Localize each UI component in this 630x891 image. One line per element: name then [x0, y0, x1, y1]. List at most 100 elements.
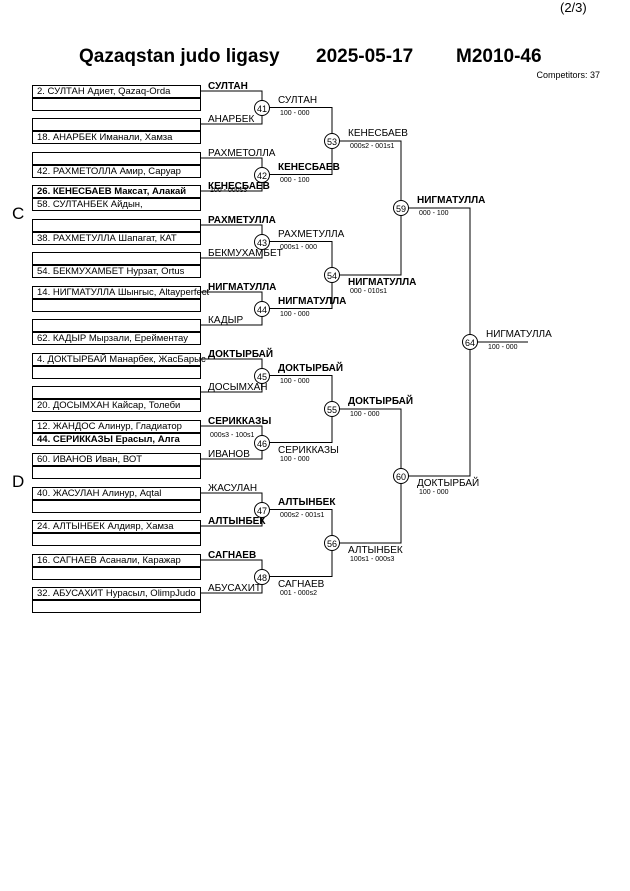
event-date: 2025-05-17: [316, 46, 414, 67]
bracket-connector: [262, 241, 333, 275]
bracket-connector: [262, 375, 333, 409]
competitor-entry: 58. СУЛТАНБЕК Айдын,: [37, 199, 143, 210]
prelim-winner: РАХМЕТОЛЛА: [208, 148, 276, 159]
match-number: 53: [324, 133, 340, 149]
competitor-entry: 62. КАДЫР Мырзали, Ерейментау: [37, 333, 188, 344]
entry-box: [32, 533, 201, 546]
entry-box: [32, 433, 201, 446]
entry-box: [32, 332, 201, 345]
competitor-entry: 14. НИГМАТУЛЛА Шынгыс, Altayperfect: [37, 287, 210, 298]
match-score: 100 - 000: [280, 455, 310, 463]
match-score: 100 - 000: [488, 344, 518, 351]
competitor-entry: 16. САГНАЕВ Асанали, Каражар: [37, 555, 181, 566]
match-score: 100 - 000: [350, 411, 380, 418]
competitor-entry: 20. ДОСЫМХАН Кайсар, Толеби: [37, 400, 181, 411]
match-winner: АЛТЫНБЕК: [348, 545, 403, 556]
match-score: 000 - 100: [419, 210, 449, 217]
pool-label-d: D: [12, 472, 25, 491]
entry-box: [32, 353, 201, 366]
page-number: (2/3): [560, 0, 587, 15]
match-number: 46: [254, 434, 270, 451]
prelim-winner: КАДЫР: [208, 315, 244, 326]
match-score: 000s1 - 000: [280, 243, 317, 251]
match-winner: НИГМАТУЛЛА: [348, 277, 417, 288]
entry-box: [32, 85, 201, 98]
match-number: 47: [254, 501, 270, 518]
entry-box: [32, 386, 201, 399]
competitor-entry: 44. СЕРИККАЗЫ Ерасыл, Алга: [37, 434, 180, 445]
prelim-winner: ЖАСУЛАН: [208, 483, 258, 494]
competitor-entry: 26. КЕНЕСБАЕВ Максат, Алакай: [37, 186, 187, 197]
entry-box: [32, 232, 201, 245]
match-winner: СЕРИККАЗЫ: [278, 444, 339, 456]
prelim-winner: АБУСАХИТ: [208, 583, 261, 594]
prelim-winner: НИГМАТУЛЛА: [208, 282, 277, 293]
match-winner: РАХМЕТУЛЛА: [278, 228, 345, 240]
prelim-score: 000s3 - 100s1: [210, 432, 255, 439]
pool-label-c: C: [12, 204, 25, 223]
match-score: 100s1 - 000s3: [350, 556, 395, 563]
competitor-entry: 32. АБУСАХИТ Нурасыл, OlimpJudo: [37, 588, 196, 599]
bracket-connector: [332, 408, 402, 476]
entry-box: [32, 453, 201, 466]
entry-box: [32, 152, 201, 165]
match-number: 41: [254, 99, 270, 116]
match-winner: ДОКТЫРБАЙ: [348, 396, 414, 407]
match-winner: ДОКТЫРБАЙ: [278, 362, 344, 374]
bracket-connector: [262, 509, 333, 543]
match-winner: КЕНЕСБАЕВ: [278, 161, 340, 173]
competitor-entry: 4. ДОКТЫРБАЙ Манарбек, ЖасБарыс: [37, 354, 206, 365]
bracket-connector: [262, 141, 333, 175]
match-score: 000 - 010s1: [350, 288, 387, 295]
weight-category: M2010-46: [456, 46, 542, 67]
match-winner: АЛТЫНБЕК: [278, 496, 336, 508]
match-number: 64: [462, 334, 478, 350]
entry-box: [32, 500, 201, 513]
match-number: 42: [254, 166, 270, 183]
match-winner: НИГМАТУЛЛА: [486, 329, 552, 340]
entry-box: [32, 219, 201, 232]
match-winner: САГНАЕВ: [278, 578, 325, 590]
match-winner: ДОКТЫРБАЙ: [417, 478, 480, 489]
competitor-count: Competitors: 37: [536, 70, 600, 80]
entry-box: [32, 399, 201, 412]
bracket-connector: [401, 207, 471, 342]
prelim-winner: САГНАЕВ: [208, 550, 257, 561]
match-number: 54: [324, 267, 340, 283]
entry-box: [32, 98, 201, 111]
competitor-entry: 12. ЖАНДОС Алинур, Гладиатор: [37, 421, 182, 432]
competitor-entry: 24. АЛТЫНБЕК Алдияр, Хамза: [37, 521, 174, 532]
match-number: 60: [393, 468, 409, 484]
competitor-entry: 54. БЕКМУХАМБЕТ Нурзат, Ortus: [37, 266, 185, 277]
match-score: 001 - 000s2: [280, 589, 317, 597]
competitor-entry: 2. СУЛТАН Адиет, Qazaq-Orda: [37, 86, 171, 97]
entry-box: [32, 587, 201, 600]
entry-box: [32, 252, 201, 265]
match-winner: КЕНЕСБАЕВ: [348, 128, 408, 139]
bracket-connector: [332, 208, 402, 276]
entry-box: [32, 185, 201, 198]
entry-box: [32, 567, 201, 580]
match-score: 000s2 - 001s1: [350, 143, 395, 150]
prelim-winner: АНАРБЕК: [208, 114, 255, 125]
match-winner: СУЛТАН: [278, 94, 318, 106]
entry-box: [32, 520, 201, 533]
match-score: 100 - 000: [419, 489, 449, 496]
match-score: 100 - 000: [280, 377, 310, 385]
match-number: 44: [254, 300, 270, 317]
entry-box: [32, 487, 201, 500]
bracket-connector: [401, 342, 471, 477]
entry-box: [32, 165, 201, 178]
bracket-connector: [262, 275, 333, 309]
match-number: 45: [254, 367, 270, 384]
competitor-entry: 38. РАХМЕТУЛЛА Шапагат, КАТ: [37, 233, 177, 244]
entry-box: [32, 600, 201, 613]
prelim-winner: ИВАНОВ: [208, 449, 250, 460]
entry-box: [32, 286, 201, 299]
prelim-winner: БЕКМУХАМБЕТ: [208, 248, 283, 259]
match-number: 48: [254, 568, 270, 585]
bracket-connector: [332, 476, 402, 544]
prelim-score: 100 - 000s3: [210, 187, 247, 194]
entry-box: [32, 366, 201, 379]
competitor-entry: 60. ИВАНОВ Иван, ВОТ: [37, 454, 143, 465]
